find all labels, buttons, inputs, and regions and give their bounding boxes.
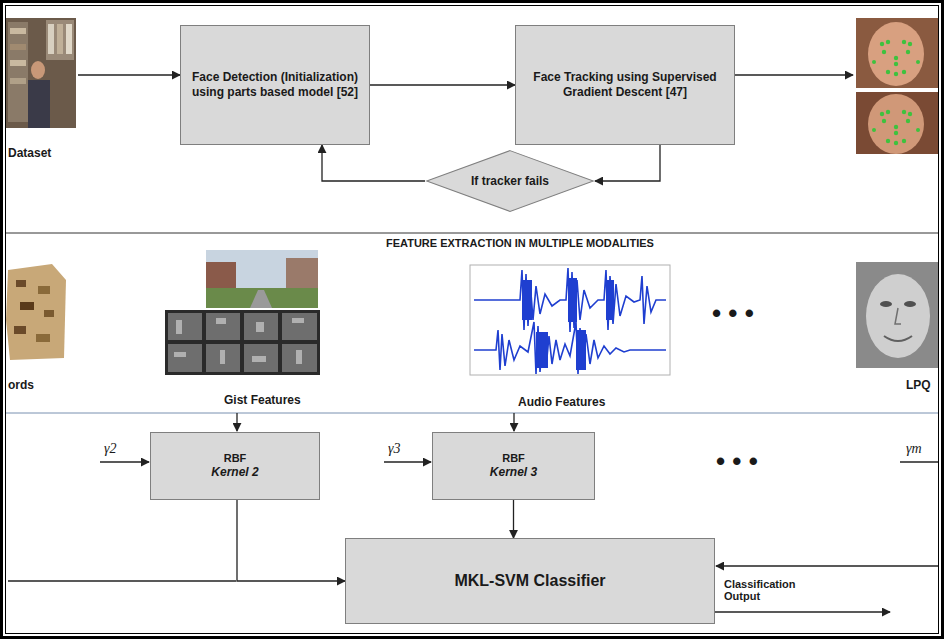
flow-connector bbox=[322, 145, 425, 181]
section-heading: FEATURE EXTRACTION IN MULTIPLE MODALITIE… bbox=[386, 237, 654, 249]
kernel-input-line bbox=[716, 565, 938, 566]
feature-label: Audio Features bbox=[518, 395, 605, 409]
dataset-label: Dataset bbox=[8, 146, 51, 160]
audio-waveform bbox=[470, 265, 670, 375]
output-arrow bbox=[715, 611, 890, 612]
feature-arrow bbox=[513, 413, 514, 431]
node-text: If tracker fails bbox=[471, 174, 549, 189]
ellipsis-dots: • • • bbox=[712, 298, 754, 329]
decision-diamond: If tracker fails bbox=[425, 150, 595, 212]
section-divider bbox=[6, 413, 938, 414]
flow-arrow bbox=[78, 74, 180, 75]
node-text: Face Tracking using Supervised Gradient … bbox=[524, 70, 726, 100]
tracked-face-images bbox=[856, 18, 938, 154]
kernel-box: RBFKernel 3 bbox=[432, 432, 595, 500]
inner-frame bbox=[6, 6, 939, 634]
classifier-box: MKL-SVM Classifier bbox=[345, 538, 715, 624]
parameter-symbol: γm bbox=[906, 441, 922, 457]
gist-image bbox=[165, 250, 320, 375]
node-text: RBF bbox=[502, 452, 525, 466]
dataset-photo bbox=[6, 18, 76, 128]
ellipsis-dots: • • • bbox=[716, 446, 758, 477]
process-box: Face Detection (Initialization) using pa… bbox=[180, 25, 370, 145]
bag-of-words-image bbox=[6, 264, 66, 360]
kernel-box: RBFKernel 2 bbox=[150, 432, 320, 500]
parameter-symbol: γ3 bbox=[388, 441, 401, 457]
node-subtext: Kernel 3 bbox=[490, 465, 537, 480]
section-divider bbox=[6, 233, 938, 234]
output-label: Classification Output bbox=[724, 578, 819, 602]
process-box: Face Tracking using Supervised Gradient … bbox=[515, 25, 735, 145]
parameter-arrow bbox=[384, 461, 431, 462]
parameter-arrow bbox=[900, 461, 938, 462]
feature-arrow bbox=[236, 413, 237, 431]
face-image bbox=[856, 262, 938, 368]
flow-connector bbox=[370, 84, 515, 85]
node-text: MKL-SVM Classifier bbox=[454, 571, 605, 591]
flow-arrow bbox=[735, 74, 853, 75]
parameter-symbol: γ2 bbox=[104, 441, 117, 457]
feature-label: Gist Features bbox=[224, 393, 301, 407]
node-subtext: Kernel 2 bbox=[211, 465, 258, 480]
node-text: Face Detection (Initialization) using pa… bbox=[189, 70, 361, 100]
flow-connector bbox=[513, 500, 514, 538]
feature-label: ords bbox=[8, 378, 34, 392]
parameter-arrow bbox=[100, 461, 149, 462]
flow-connector bbox=[237, 500, 345, 581]
flow-connector bbox=[595, 145, 660, 181]
feature-label: LPQ bbox=[906, 378, 931, 392]
node-text: RBF bbox=[224, 452, 247, 466]
kernel-input-line bbox=[8, 580, 236, 581]
